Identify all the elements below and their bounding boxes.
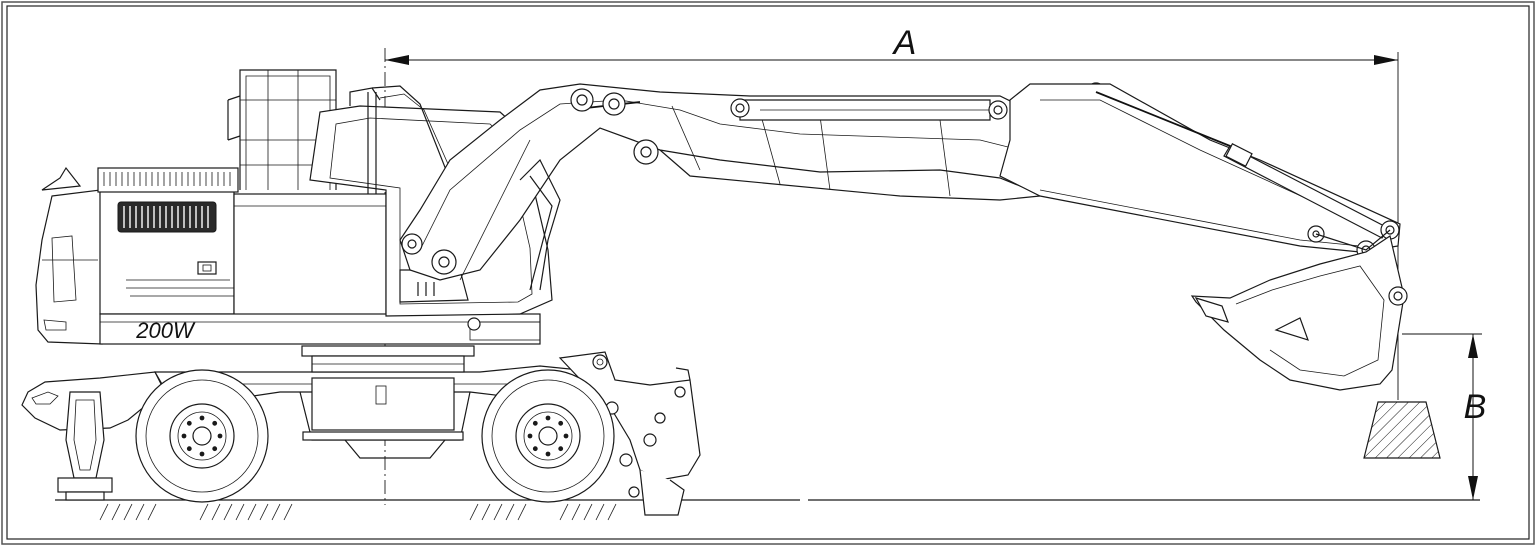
dimension-b-label: B	[1464, 388, 1487, 426]
dimension-a: A	[385, 24, 1399, 400]
undercarriage	[21, 345, 701, 516]
bucket	[1190, 235, 1408, 391]
boom	[399, 82, 1109, 291]
rear-wheel	[135, 369, 269, 503]
dimension-b: B	[1402, 333, 1487, 500]
reference-block	[1363, 401, 1441, 459]
model-badge: 200W	[135, 318, 196, 343]
dimension-a-label: A	[892, 24, 917, 62]
ground	[55, 499, 1480, 521]
front-wheel	[481, 369, 615, 503]
frame-inner	[6, 5, 1530, 540]
arm	[999, 83, 1401, 260]
